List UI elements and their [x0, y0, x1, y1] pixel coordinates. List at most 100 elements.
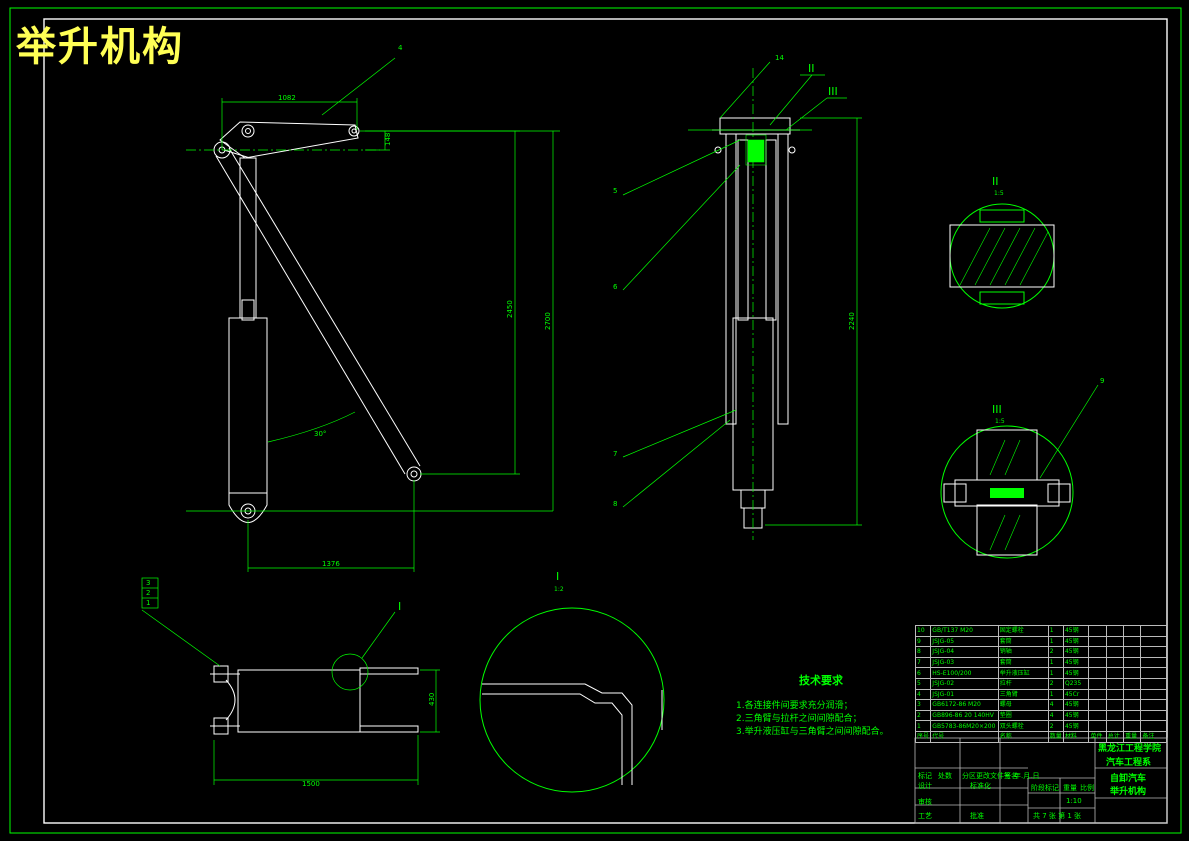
detail-i: I 1:2	[479, 570, 665, 793]
bom-cell	[1123, 625, 1142, 637]
bom-cell: 45钢	[1062, 646, 1090, 658]
bom-cell	[1088, 709, 1107, 722]
bom-cell	[1105, 688, 1125, 701]
bom-cell	[1123, 646, 1142, 658]
balloon-14: 14	[775, 54, 784, 62]
bom-cell	[1140, 656, 1167, 669]
tech-requirements-title: 技术要求	[799, 674, 843, 687]
bom-header-cell: 数量	[1047, 730, 1064, 743]
bom-cell: JSJG-01	[930, 688, 999, 701]
bom-cell: Q235	[1062, 677, 1090, 690]
dim-1082: 1082	[278, 94, 296, 102]
bom-cell: 1	[1047, 667, 1064, 679]
bom-cell: 垫圈	[997, 709, 1049, 722]
bom-cell	[1105, 635, 1125, 648]
bom-cell: 双头螺栓	[997, 720, 1049, 732]
bom-cell: 10	[914, 625, 932, 637]
bom-cell	[1123, 667, 1142, 679]
bom-cell: 2	[1047, 677, 1064, 690]
bom-cell: GB896-86 20 140HV	[930, 709, 999, 722]
bom-cell: 45钢	[1062, 720, 1090, 732]
bom-cell: 45钢	[1062, 667, 1090, 679]
balloon-8: 8	[613, 500, 617, 508]
bom-cell: 4	[914, 688, 932, 701]
title-block-label-7: 标准化	[970, 782, 991, 790]
title-block-label-8: 阶段标记	[1031, 784, 1059, 792]
bom-cell: 1	[1047, 625, 1064, 637]
section-ii-title: II	[992, 175, 999, 188]
bom-cell	[1088, 688, 1107, 701]
bom-cell	[1105, 667, 1125, 679]
bom-header-cell: 名称	[997, 730, 1049, 743]
title-block-scale: 1:10	[1066, 797, 1082, 805]
bom-cell	[1123, 709, 1142, 722]
title-block-label-0: 标记	[918, 772, 932, 780]
bom-header-cell: 材料	[1062, 730, 1090, 743]
bom-cell: 6	[914, 667, 932, 679]
bom-cell	[1088, 635, 1107, 648]
bom-cell: 45钢	[1062, 699, 1090, 711]
section-iii-scale: 1:5	[995, 418, 1005, 425]
dim-1500: 1500	[302, 780, 320, 788]
bom-cell: JSJG-02	[930, 677, 999, 690]
bom-cell: 螺母	[997, 699, 1049, 711]
bom-cell: 3	[914, 699, 932, 711]
bom-cell: HS-E100/200	[930, 667, 999, 679]
bom-cell: JSJG-05	[930, 635, 999, 648]
title-block-label-1: 处数	[938, 772, 952, 780]
bom-header-row: 序号代号名称数量材料单件总计重量备注	[914, 730, 1167, 743]
bom-cell	[1140, 709, 1167, 722]
bom-header-cell: 重量	[1123, 730, 1142, 743]
title-block-sheet: 共 7 张 第 1 张	[1033, 812, 1082, 820]
bom-cell: 7	[914, 656, 932, 669]
tech-item-1: 1.各连接件间要求充分润滑；	[736, 701, 853, 711]
detail-i-scale: 1:2	[554, 586, 564, 593]
balloon-5: 5	[613, 187, 617, 195]
bom-cell	[1123, 699, 1142, 711]
balloon-3: 3	[146, 579, 150, 587]
bom-cell: 4	[1047, 699, 1064, 711]
balloon-7: 7	[613, 450, 617, 458]
bom-cell: 8	[914, 646, 932, 658]
bom-header-cell: 序号	[914, 730, 932, 743]
bom-cell	[1088, 677, 1107, 690]
dim-2240: 2240	[848, 312, 856, 330]
dim-2700: 2700	[544, 312, 552, 330]
bom-cell	[1140, 677, 1167, 690]
bom-cell	[1105, 625, 1125, 637]
section-iii: 9 III 1:5	[940, 377, 1104, 559]
bom-cell	[1088, 646, 1107, 658]
bom-cell: 2	[1047, 646, 1064, 658]
bottom-dimensions	[141, 577, 440, 785]
balloon-9: 9	[1100, 377, 1104, 385]
title-block-school: 黑龙江工程学院	[1098, 744, 1162, 754]
bom-cell	[1123, 635, 1142, 648]
bom-cell: 销轴	[997, 646, 1049, 658]
title-block-label-10: 比例	[1080, 784, 1094, 792]
outer-frame	[9, 7, 1182, 834]
side-dimensions	[622, 61, 862, 540]
bom-cell: 45钢	[1062, 656, 1090, 669]
drawing-title: 举升机构	[16, 24, 184, 70]
bom-cell	[1088, 699, 1107, 711]
bottom-view	[210, 665, 419, 735]
bom-cell	[1088, 625, 1107, 637]
bom-cell: 2	[914, 709, 932, 722]
side-view	[712, 117, 800, 529]
bom-cell	[1123, 656, 1142, 669]
bom-cell: 45钢	[1062, 625, 1090, 637]
dim-angle: 30°	[314, 430, 326, 438]
bom-cell	[1105, 720, 1125, 732]
bom-cell	[1105, 646, 1125, 658]
bom-cell	[1140, 667, 1167, 679]
balloon-2: 2	[146, 589, 150, 597]
